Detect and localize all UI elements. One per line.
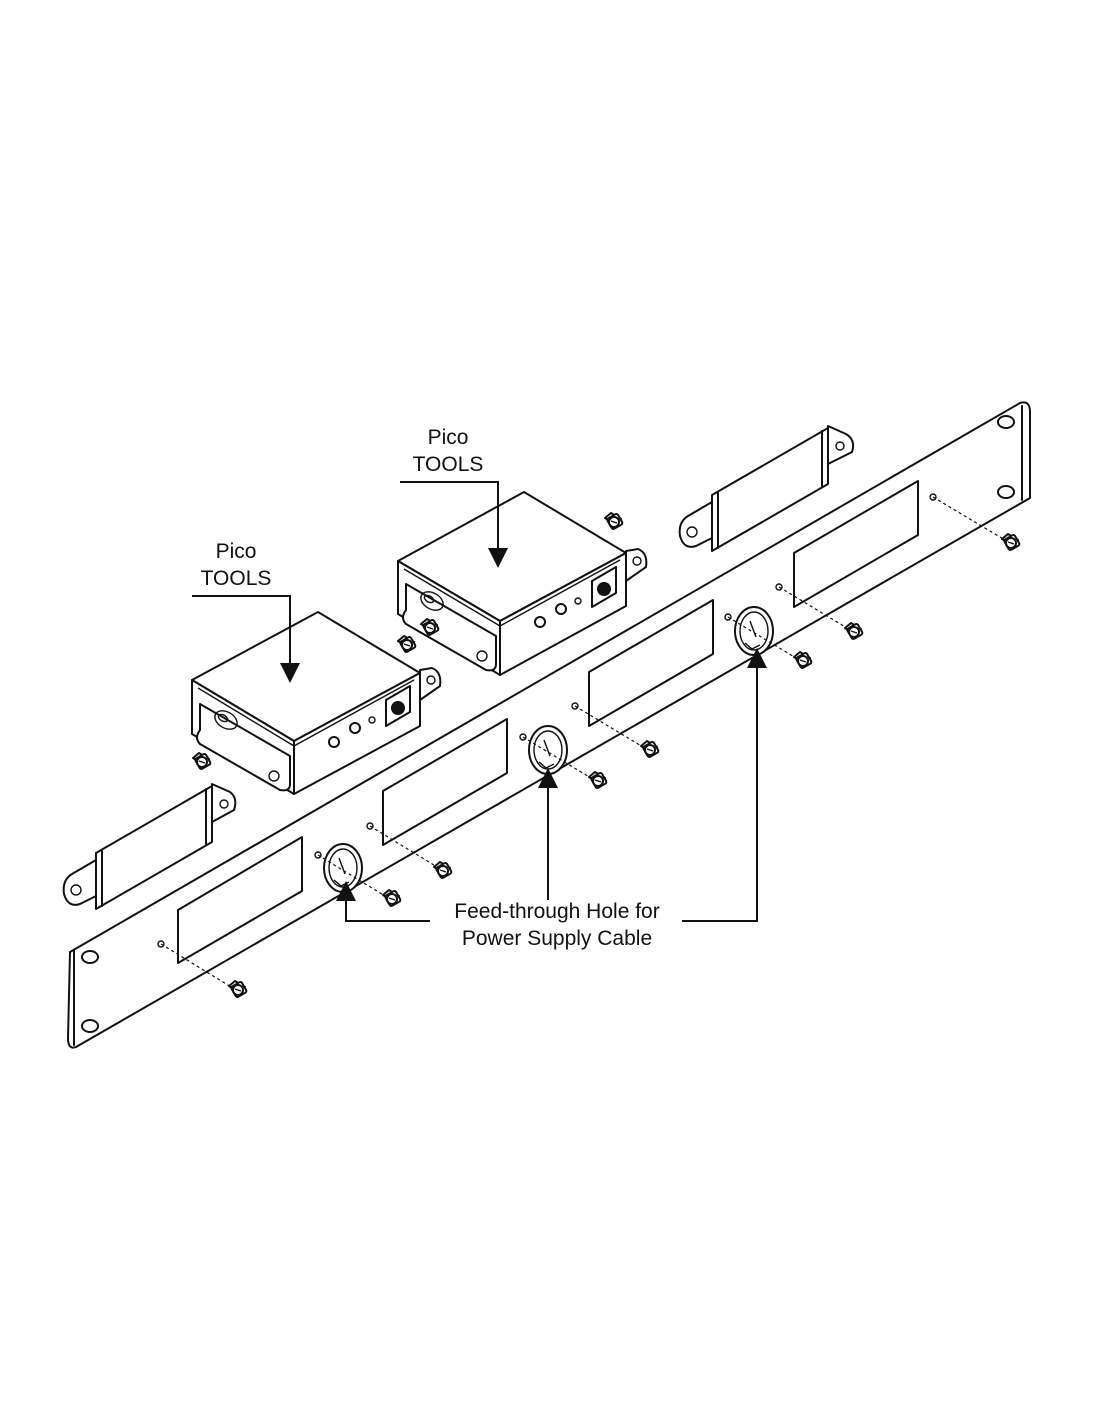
label-line: Feed-through Hole for xyxy=(454,900,660,923)
pico-tools-unit-right xyxy=(397,491,648,676)
pico-tools-unit-left xyxy=(191,611,442,795)
panel-ear-hole-icon xyxy=(81,950,99,964)
screw-icon xyxy=(588,771,609,790)
leader-line-grommet-right xyxy=(682,648,767,922)
screw-icon xyxy=(844,622,865,641)
screw-icon xyxy=(604,512,625,531)
screw-icon xyxy=(793,651,814,670)
screw-icon xyxy=(192,752,213,771)
blank-bracket-left xyxy=(62,783,237,910)
panel-cutout xyxy=(382,718,508,846)
label-feed-through-hole: Feed-through Hole for Power Supply Cable xyxy=(424,898,690,953)
label-pico-tools-left: Pico TOOLS xyxy=(186,538,286,593)
label-line: TOOLS xyxy=(200,567,272,591)
blank-bracket-right xyxy=(678,425,855,552)
label-line: TOOLS xyxy=(412,453,484,477)
rack-panel xyxy=(67,401,1031,1049)
panel-ear-hole-icon xyxy=(997,485,1015,499)
screw-icon xyxy=(382,889,403,908)
grommet-icon xyxy=(734,606,774,656)
panel-ear-hole-icon xyxy=(997,415,1015,429)
grommet-icon xyxy=(528,725,568,775)
label-line: Power Supply Cable xyxy=(461,927,653,951)
panel-cutout xyxy=(793,480,919,608)
leader-line-right-unit xyxy=(400,481,508,568)
screw-icon xyxy=(433,861,454,880)
panel-ear-hole-icon xyxy=(81,1019,99,1033)
leader-line-left-unit xyxy=(192,595,300,683)
label-pico-tools-right: Pico TOOLS xyxy=(398,424,498,479)
screw-icon xyxy=(228,980,249,999)
label-line: Pico xyxy=(427,426,469,449)
screw-icon xyxy=(397,635,418,654)
panel-cutout xyxy=(177,836,303,964)
screw-icon xyxy=(1001,533,1022,552)
label-line: Pico xyxy=(215,540,257,563)
grommet-icon xyxy=(323,843,363,893)
screw-icon xyxy=(640,740,661,759)
panel-cutout xyxy=(588,599,714,727)
leader-line-grommet-left xyxy=(336,881,430,922)
